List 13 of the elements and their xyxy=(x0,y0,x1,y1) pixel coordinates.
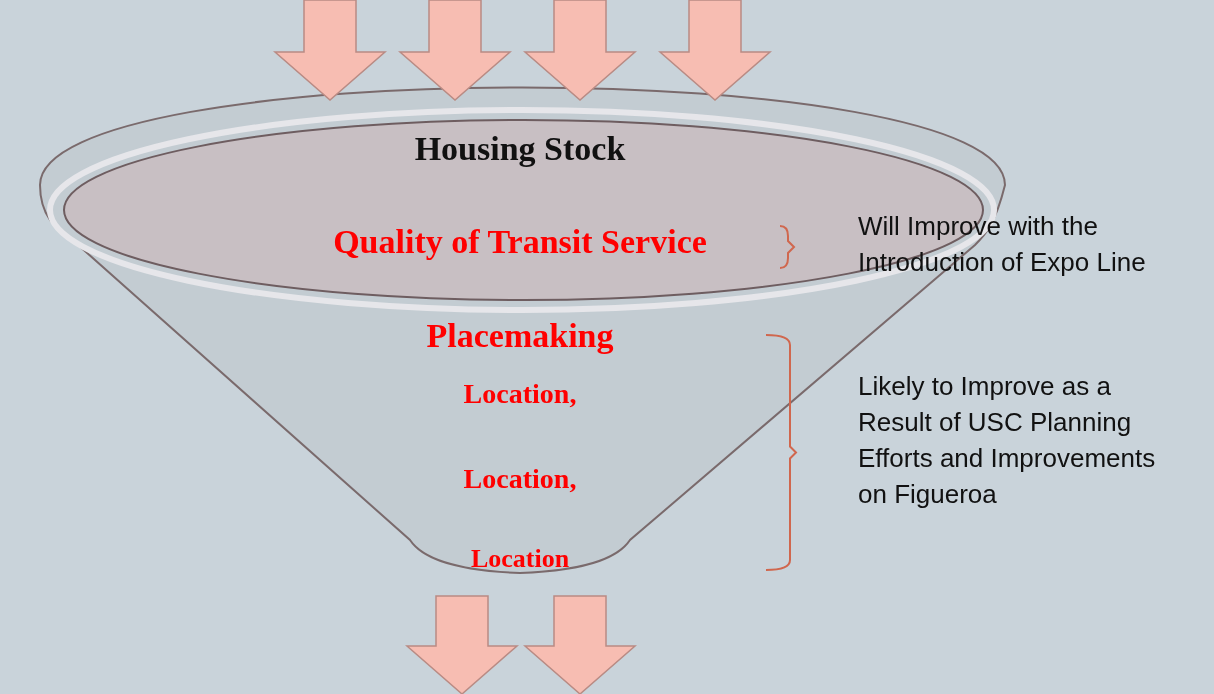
stage-label: Location, xyxy=(463,464,577,495)
funnel-title: Housing Stock xyxy=(414,130,626,168)
stage-label: Location xyxy=(470,545,570,574)
stage-label: Placemaking xyxy=(426,317,614,355)
arrow xyxy=(658,0,772,101)
stage-label: Quality of Transit Service xyxy=(333,223,707,261)
annotation-text: Likely to Improve as a Result of USC Planning Efforts and Improvements on Figueroa xyxy=(858,370,1157,511)
arrow xyxy=(523,0,637,101)
arrow xyxy=(273,0,387,101)
stage-label: Location, xyxy=(463,379,577,410)
arrow xyxy=(405,595,519,694)
arrow xyxy=(523,595,637,694)
arrow xyxy=(398,0,512,101)
